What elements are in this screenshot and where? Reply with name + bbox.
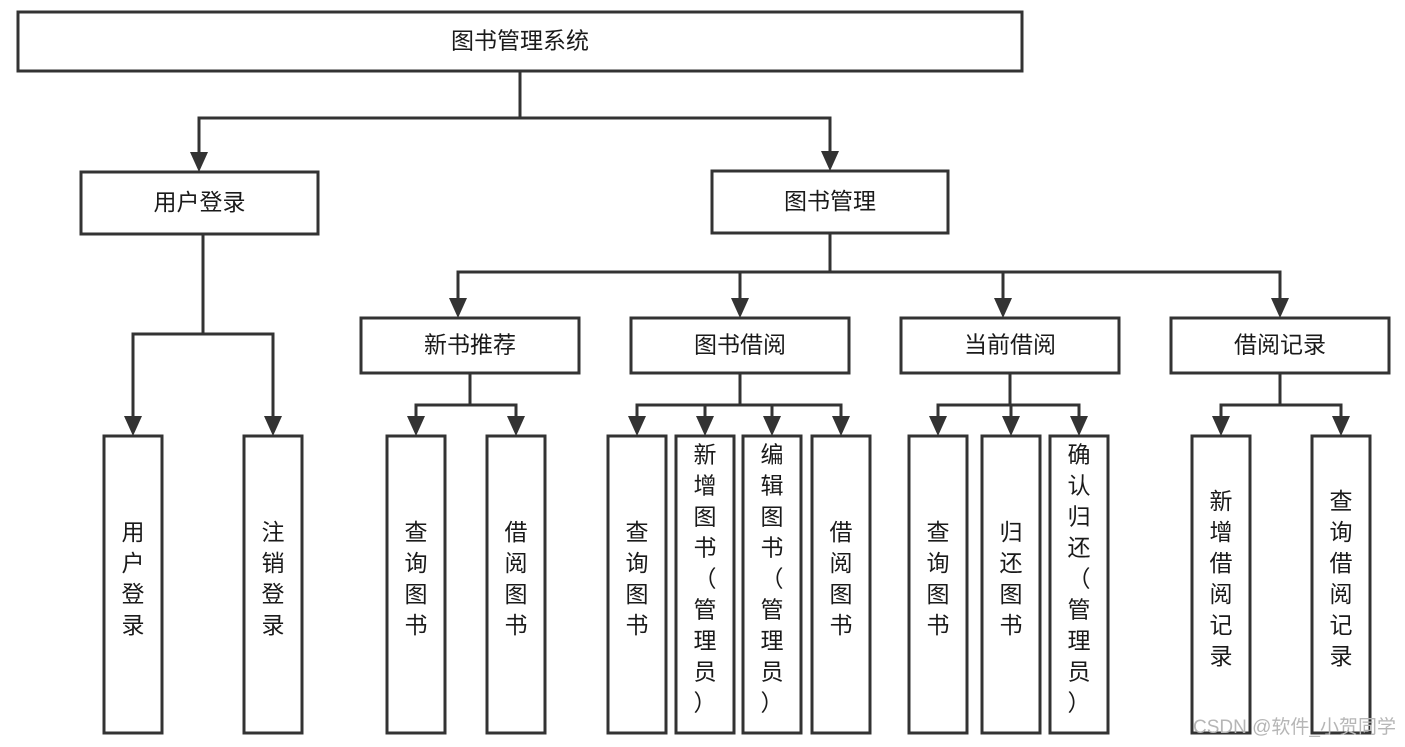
book-manage-arrow-icon-3 — [1271, 298, 1289, 318]
node-label-book-manage: 图书管理 — [784, 188, 876, 214]
csdn-watermark: CSDN @软件_小贺同学 — [1193, 716, 1396, 738]
node-label-leaf-logout: 注销登录 — [262, 519, 285, 638]
node-box-leaf-borrow-book[interactable] — [810, 434, 872, 735]
node-leaf-logout[interactable]: 注销登录 — [242, 434, 304, 735]
node-leaf-return-book[interactable]: 归还图书 — [980, 434, 1042, 735]
node-layer: 图书管理系统用户登录图书管理新书推荐图书借阅当前借阅借阅记录用户登录注销登录查询… — [16, 10, 1391, 735]
node-label-leaf-borrow-book-rec: 借阅图书 — [505, 519, 528, 638]
root-arrow-icon-1 — [821, 151, 839, 171]
node-box-leaf-add-record[interactable] — [1190, 434, 1252, 735]
rail-book-borrow-arrow-icon-1 — [696, 416, 714, 436]
node-label-leaf-query-book-borrow: 查询图书 — [626, 519, 649, 638]
node-current-borrow[interactable]: 当前借阅 — [899, 316, 1121, 375]
node-label-leaf-query-record: 查询借阅记录 — [1330, 488, 1353, 669]
node-box-leaf-query-book-borrow[interactable] — [606, 434, 668, 735]
rail-borrow-record-arrow-icon-1 — [1332, 416, 1350, 436]
node-root[interactable]: 图书管理系统 — [16, 10, 1024, 73]
user-login-arrow-icon-0 — [124, 416, 142, 436]
node-leaf-user-login[interactable]: 用户登录 — [102, 434, 164, 735]
user-login-arrow-icon-1 — [264, 416, 282, 436]
node-box-leaf-return-book[interactable] — [980, 434, 1042, 735]
rail-current-borrow-arrow-icon-2 — [1070, 416, 1088, 436]
root-arrow-icon-0 — [190, 152, 208, 172]
node-label-leaf-user-login: 用户登录 — [122, 519, 145, 638]
node-book-manage[interactable]: 图书管理 — [710, 169, 950, 235]
rail-book-borrow-arrow-icon-0 — [628, 416, 646, 436]
node-box-borrow-record[interactable] — [1169, 316, 1391, 375]
node-label-leaf-edit-book: 编辑图书（管理员） — [761, 442, 784, 716]
node-label-borrow-record: 借阅记录 — [1234, 332, 1326, 358]
node-book-borrow[interactable]: 图书借阅 — [629, 316, 851, 375]
node-leaf-borrow-book-rec[interactable]: 借阅图书 — [485, 434, 547, 735]
connector-layer — [124, 69, 1350, 436]
node-box-user-login[interactable] — [79, 170, 320, 236]
node-label-book-borrow: 图书借阅 — [694, 332, 786, 358]
node-leaf-confirm-return[interactable]: 确认归还（管理员） — [1048, 434, 1110, 735]
node-label-leaf-query-book-current: 查询图书 — [927, 519, 950, 638]
rail-current-borrow-arrow-icon-0 — [929, 416, 947, 436]
node-box-root[interactable] — [16, 10, 1024, 73]
node-new-book-recommend[interactable]: 新书推荐 — [359, 316, 581, 375]
node-label-current-borrow: 当前借阅 — [964, 332, 1056, 358]
node-label-new-book-recommend: 新书推荐 — [424, 332, 516, 358]
node-leaf-add-book[interactable]: 新增图书（管理员） — [674, 434, 736, 735]
node-leaf-query-book-rec[interactable]: 查询图书 — [385, 434, 447, 735]
rail-book-borrow-arrow-icon-2 — [763, 416, 781, 436]
node-leaf-query-record[interactable]: 查询借阅记录 — [1310, 434, 1372, 735]
node-box-leaf-logout[interactable] — [242, 434, 304, 735]
node-label-leaf-add-record: 新增借阅记录 — [1210, 488, 1233, 669]
node-box-current-borrow[interactable] — [899, 316, 1121, 375]
node-leaf-query-book-borrow[interactable]: 查询图书 — [606, 434, 668, 735]
book-manage-arrow-icon-1 — [731, 298, 749, 318]
rail-borrow-record-arrow-icon-0 — [1212, 416, 1230, 436]
node-box-leaf-add-book[interactable] — [674, 434, 736, 735]
node-label-leaf-borrow-book: 借阅图书 — [830, 519, 853, 638]
node-box-book-manage[interactable] — [710, 169, 950, 235]
node-borrow-record[interactable]: 借阅记录 — [1169, 316, 1391, 375]
rail-current-borrow-arrow-icon-1 — [1002, 416, 1020, 436]
node-label-leaf-confirm-return: 确认归还（管理员） — [1068, 442, 1091, 716]
node-user-login[interactable]: 用户登录 — [79, 170, 320, 236]
node-box-new-book-recommend[interactable] — [359, 316, 581, 375]
node-leaf-add-record[interactable]: 新增借阅记录 — [1190, 434, 1252, 735]
node-box-leaf-edit-book[interactable] — [741, 434, 803, 735]
node-box-leaf-query-record[interactable] — [1310, 434, 1372, 735]
rail-new-book-recommend-arrow-icon-1 — [507, 416, 525, 436]
node-leaf-edit-book[interactable]: 编辑图书（管理员） — [741, 434, 803, 735]
node-leaf-borrow-book[interactable]: 借阅图书 — [810, 434, 872, 735]
node-box-book-borrow[interactable] — [629, 316, 851, 375]
rail-new-book-recommend-arrow-icon-0 — [407, 416, 425, 436]
node-box-leaf-user-login[interactable] — [102, 434, 164, 735]
node-box-leaf-confirm-return[interactable] — [1048, 434, 1110, 735]
node-label-leaf-add-book: 新增图书（管理员） — [694, 442, 717, 716]
node-label-leaf-query-book-rec: 查询图书 — [405, 519, 428, 638]
rail-book-borrow-arrow-icon-3 — [832, 416, 850, 436]
node-box-leaf-query-book-current[interactable] — [907, 434, 969, 735]
node-label-user-login: 用户登录 — [154, 189, 246, 215]
book-manage-arrow-icon-0 — [449, 298, 467, 318]
book-manage-arrow-icon-2 — [994, 298, 1012, 318]
node-box-leaf-query-book-rec[interactable] — [385, 434, 447, 735]
node-box-leaf-borrow-book-rec[interactable] — [485, 434, 547, 735]
node-label-leaf-return-book: 归还图书 — [1000, 519, 1023, 638]
node-label-root: 图书管理系统 — [451, 28, 589, 54]
node-leaf-query-book-current[interactable]: 查询图书 — [907, 434, 969, 735]
